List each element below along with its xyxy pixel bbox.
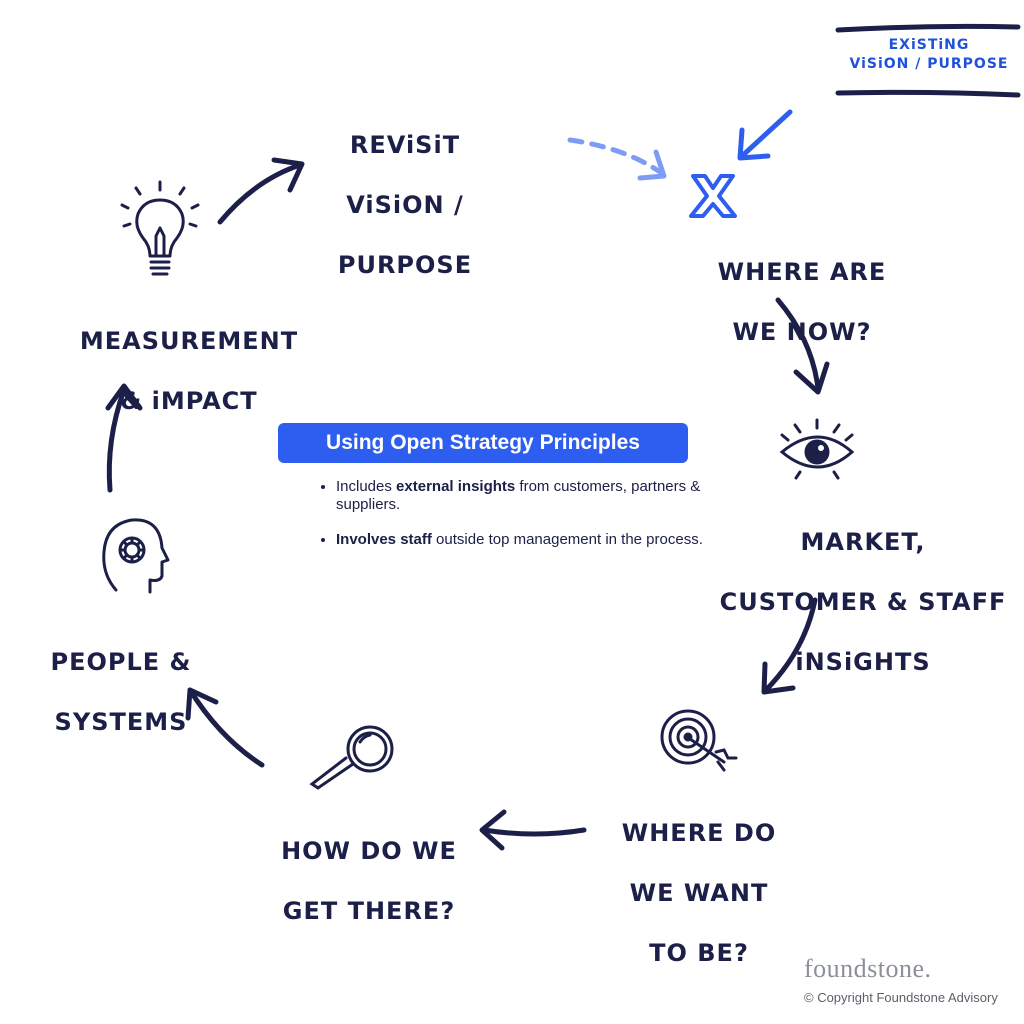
node-insights-line-1: MARKET, [800,528,926,556]
principle-1-pre: Includes [336,478,397,495]
existing-vision-line-2: ViSiON / PURPOSE [849,56,1009,72]
existing-box-lines [835,23,1021,98]
node-measurement-impact: MEASUREMENT & iMPACT [78,296,300,446]
node-where-want-line-3: TO BE? [649,939,749,967]
node-where-want-to-be: WHERE DO WE WANT TO BE? [614,788,784,998]
arrow-measurement-to-revisit [217,157,305,225]
brand-logo: foundstone. [804,954,932,983]
principle-item-external-insights: Includes external insights from customer… [336,478,716,514]
node-where-now-line-2: WE NOW? [732,318,872,346]
existing-vision-label: EXiSTiNG ViSiON / PURPOSE [840,36,1018,74]
node-revisit-line-1: REViSiT [349,131,461,159]
principles-list: Includes external insights from customer… [316,478,716,566]
node-people-line-1: PEOPLE & [50,648,192,676]
node-where-want-line-1: WHERE DO [621,819,777,847]
node-insights-line-3: iNSiGHTS [795,648,931,676]
node-revisit-vision: REViSiT ViSiON / PURPOSE [330,100,480,310]
existing-vision-line-1: EXiSTiNG [888,37,970,53]
node-how-line-1: HOW DO WE [281,837,457,865]
principle-2-post: outside top management in the process. [431,531,703,548]
node-measurement-line-1: MEASUREMENT [79,327,299,355]
x-mark-icon [689,174,737,218]
arrow-existing-to-x [737,109,793,161]
principle-item-involves-staff: Involves staff outside top management in… [336,531,716,549]
node-how-line-2: GET THERE? [282,897,456,925]
arrow-insights-to-wherewant [761,597,818,695]
node-revisit-line-3: PURPOSE [337,251,473,279]
head-gear-icon [102,518,170,594]
arrow-people-to-measurement [105,383,143,493]
principles-title: Using Open Strategy Principles [278,423,688,463]
node-people-line-2: SYSTEMS [54,708,188,736]
node-where-are-we-now: WHERE ARE WE NOW? [712,227,892,377]
principle-1-post: from customers, partners & suppliers. [336,478,701,513]
node-where-want-line-2: WE WANT [629,879,769,907]
copyright-text: © Copyright Foundstone Advisory [804,990,998,1005]
eye-icon [779,418,855,480]
principle-2-bold: Involves staff [336,531,432,548]
lightbulb-icon [120,180,200,276]
arrow-how-to-people [185,687,265,768]
magnifier-icon [309,725,394,790]
node-market-insights: MARKET, CUSTOMER & STAFF iNSiGHTS [718,497,1008,707]
node-insights-line-2: CUSTOMER & STAFF [719,588,1007,616]
node-where-now-line-1: WHERE ARE [717,258,887,286]
node-people-systems: PEOPLE & SYSTEMS [46,617,196,767]
dashed-arrow-revisit-to-x [567,137,667,181]
arrow-wherewant-to-how [479,809,587,851]
target-icon [660,709,738,772]
node-measurement-line-2: & iMPACT [120,387,258,415]
arrow-wherenow-to-insights [775,297,830,395]
node-revisit-line-2: ViSiON / [346,191,464,219]
node-how-get-there: HOW DO WE GET THERE? [278,806,460,956]
principle-1-bold: external insights [396,478,516,495]
